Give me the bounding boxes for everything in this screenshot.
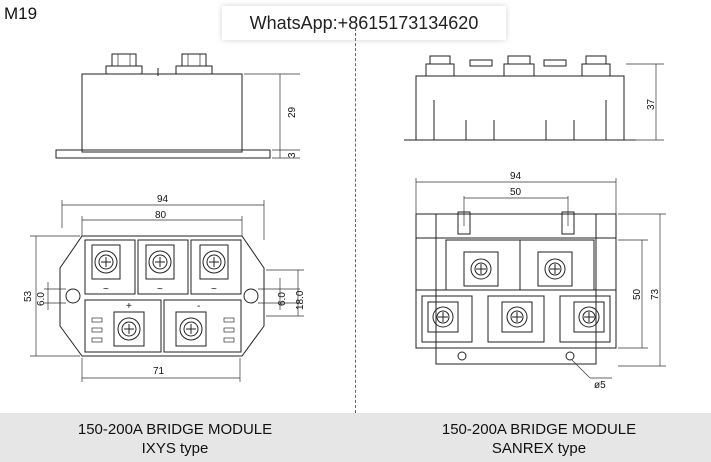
caption-left-type: IXYS type bbox=[141, 440, 209, 457]
dim-71: 71 bbox=[153, 366, 165, 377]
technical-drawing: 29 3 94 80 bbox=[23, 53, 666, 391]
dim-hole-dia: ø5 bbox=[594, 380, 606, 391]
dim-37: 37 bbox=[646, 98, 657, 110]
dim-73: 73 bbox=[650, 288, 661, 300]
sanrex-screw-4 bbox=[501, 301, 533, 333]
sanrex-side-view: 37 bbox=[404, 55, 664, 141]
panel-divider bbox=[355, 28, 356, 418]
sign-ac3: ~ bbox=[211, 284, 217, 295]
dim-50-right: 50 bbox=[632, 288, 643, 300]
dim-80: 80 bbox=[155, 210, 167, 221]
dim-3: 3 bbox=[287, 152, 298, 158]
dim-6-left: 6.0 bbox=[36, 292, 47, 306]
model-label: M19 bbox=[4, 4, 38, 23]
dim-94-left: 94 bbox=[157, 194, 169, 205]
screw-ac3 bbox=[199, 244, 229, 280]
dim-6-right: 6.0 bbox=[277, 292, 288, 306]
ixys-top-view: 94 80 ~ ~ ~ bbox=[23, 194, 306, 382]
sanrex-top-view: 94 50 bbox=[415, 171, 666, 391]
dim-53: 53 bbox=[23, 290, 34, 302]
caption-right-title: 150-200A BRIDGE MODULE bbox=[441, 421, 637, 438]
screw-ac1 bbox=[91, 244, 121, 280]
dim-18: 18.0 bbox=[295, 290, 306, 310]
screw-ac2 bbox=[145, 244, 175, 280]
sanrex-screw-1 bbox=[463, 251, 499, 287]
caption-right-type: SANREX type bbox=[491, 440, 587, 457]
side-nut-left bbox=[105, 53, 143, 75]
screw-minus bbox=[175, 311, 207, 347]
sanrex-screw-5 bbox=[573, 301, 605, 333]
caption-left: 150-200A BRIDGE MODULE IXYS type bbox=[10, 420, 340, 458]
dim-94-right: 94 bbox=[510, 171, 522, 182]
sign-plus: + bbox=[126, 301, 132, 312]
dim-50-top: 50 bbox=[510, 187, 522, 198]
caption-right: 150-200A BRIDGE MODULE SANREX type bbox=[374, 420, 704, 458]
sign-ac1: ~ bbox=[103, 284, 109, 295]
ixys-side-view: 29 3 bbox=[55, 53, 300, 159]
sanrex-screw-2 bbox=[537, 251, 573, 287]
sanrex-screw-3 bbox=[427, 301, 459, 333]
caption-left-title: 150-200A BRIDGE MODULE bbox=[77, 421, 273, 438]
whatsapp-watermark: WhatsApp:+8615173134620 bbox=[222, 6, 506, 40]
dim-29: 29 bbox=[287, 106, 298, 118]
side-nut-right bbox=[175, 53, 213, 75]
sign-minus: - bbox=[197, 301, 200, 312]
screw-plus bbox=[113, 311, 145, 347]
sign-ac2: ~ bbox=[157, 284, 163, 295]
caption-bar bbox=[0, 413, 711, 462]
side-terminals bbox=[425, 55, 611, 77]
